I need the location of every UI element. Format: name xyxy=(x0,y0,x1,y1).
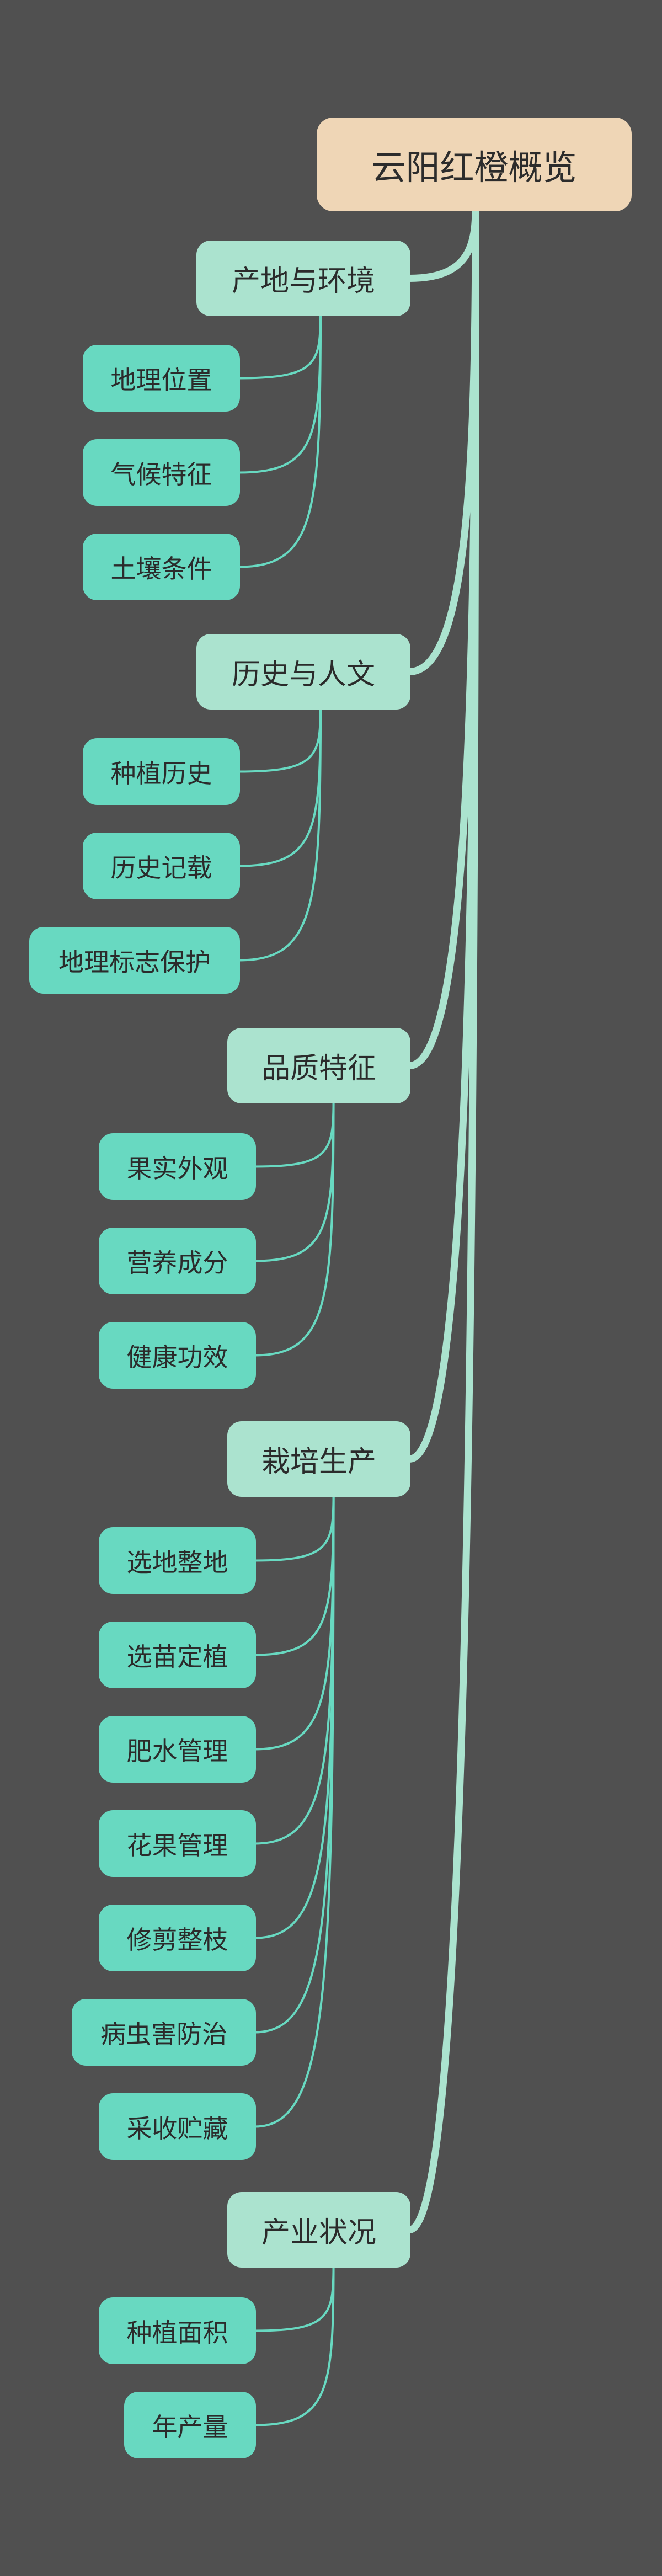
branch-node-quality[interactable]: 品质特征 xyxy=(227,1028,410,1103)
leaf-connector-3-5 xyxy=(254,1494,335,2034)
branch-node-cultivation[interactable]: 栽培生产 xyxy=(227,1421,410,1497)
leaf-node-annual-yield[interactable]: 年产量 xyxy=(124,2392,256,2458)
leaf-connector-3-6 xyxy=(254,1494,335,2128)
leaf-node-planting-area[interactable]: 种植面积 xyxy=(99,2297,256,2364)
leaf-connector-0-1 xyxy=(238,313,322,474)
leaf-node-pruning[interactable]: 修剪整枝 xyxy=(99,1905,256,1971)
branch-node-origin-environment[interactable]: 产地与环境 xyxy=(196,241,410,316)
leaf-node-seedling-planting[interactable]: 选苗定植 xyxy=(99,1622,256,1688)
leaf-connector-0-0 xyxy=(238,313,322,380)
leaf-node-fruit-appearance[interactable]: 果实外观 xyxy=(99,1133,256,1200)
root-node[interactable]: 云阳红橙概览 xyxy=(317,118,632,211)
leaf-node-planting-history[interactable]: 种植历史 xyxy=(83,738,240,805)
leaf-node-soil[interactable]: 土壤条件 xyxy=(83,534,240,600)
leaf-node-site-preparation[interactable]: 选地整地 xyxy=(99,1527,256,1594)
leaf-node-harvest-storage[interactable]: 采收贮藏 xyxy=(99,2093,256,2160)
leaf-connector-1-2 xyxy=(238,706,322,962)
leaf-connector-3-0 xyxy=(254,1494,335,1562)
leaf-connector-2-0 xyxy=(254,1100,335,1168)
leaf-node-pest-control[interactable]: 病虫害防治 xyxy=(72,1999,256,2066)
leaf-connector-1-0 xyxy=(238,706,322,773)
leaf-node-fertilizer-water[interactable]: 肥水管理 xyxy=(99,1716,256,1783)
leaf-node-health-benefits[interactable]: 健康功效 xyxy=(99,1322,256,1389)
branch-node-industry[interactable]: 产业状况 xyxy=(227,2192,410,2268)
leaf-node-geographic-location[interactable]: 地理位置 xyxy=(83,345,240,412)
leaf-node-climate[interactable]: 气候特征 xyxy=(83,439,240,506)
leaf-connector-3-1 xyxy=(254,1494,335,1656)
leaf-connector-1-1 xyxy=(238,706,322,867)
leaf-connector-2-1 xyxy=(254,1100,335,1262)
leaf-node-nutrition[interactable]: 营养成分 xyxy=(99,1228,256,1294)
leaf-node-flower-fruit[interactable]: 花果管理 xyxy=(99,1810,256,1877)
branch-connector-4 xyxy=(405,204,479,2233)
leaf-node-historical-records[interactable]: 历史记载 xyxy=(83,833,240,899)
leaf-connector-4-0 xyxy=(254,2264,335,2332)
leaf-node-geo-indication[interactable]: 地理标志保护 xyxy=(29,927,240,994)
leaf-connector-2-2 xyxy=(254,1100,335,1357)
branch-connector-0 xyxy=(405,204,479,282)
branch-node-history-culture[interactable]: 历史与人文 xyxy=(196,634,410,710)
leaf-connector-4-1 xyxy=(254,2264,335,2426)
leaf-connector-0-2 xyxy=(238,313,322,568)
